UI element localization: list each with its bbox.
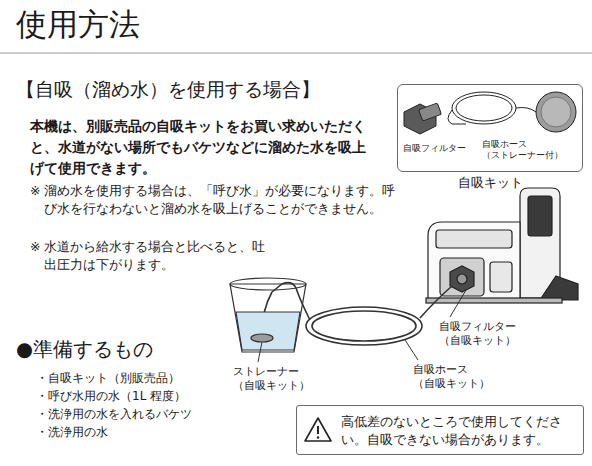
machine-housing — [428, 222, 520, 300]
section-heading: 【自吸（溜め水）を使用する場合】 — [16, 76, 320, 104]
list-item: ・自吸キット（別販売品） — [36, 370, 180, 387]
body-text: 本機は、別販売品の自吸キットをお買い求めいただくと、水道がない場所でもバケツなど… — [30, 116, 378, 179]
title-rule — [0, 53, 592, 54]
list-heading: ●準備するもの — [16, 336, 153, 364]
kit-box: 自吸フィルター自吸ホース （ストレーナー付）自吸キット — [397, 84, 583, 172]
water — [236, 312, 300, 350]
part-callout: ストレーナー （自吸キット） — [232, 365, 311, 394]
leader-line — [405, 340, 418, 360]
filter-cap — [457, 274, 467, 284]
warning-symbol — [305, 418, 331, 441]
hose-coil — [306, 307, 422, 345]
kit-caption: 自吸キット — [398, 174, 582, 192]
box-text: 高低差のないところで使用してください。自吸できない場合があります。 — [341, 413, 575, 449]
leader-lines — [258, 290, 466, 362]
bucket-rim — [230, 278, 306, 290]
self-suction-filter — [450, 266, 474, 292]
strainer — [251, 334, 273, 342]
kit-illustration — [404, 92, 576, 134]
warning-mark — [317, 426, 319, 434]
outlet-port — [490, 262, 512, 292]
list-item: ・洗浄用の水を入れるバケツ — [36, 406, 192, 423]
list-item: ・洗浄用の水 — [36, 424, 108, 441]
strainer-disc — [536, 92, 576, 132]
leader-line — [450, 290, 466, 317]
filter-nozzle — [419, 103, 442, 121]
kit-hose-end — [448, 110, 466, 124]
warning-box: 高低差のないところで使用してください。自吸できない場合があります。 — [296, 405, 584, 455]
strainer-mesh — [541, 97, 571, 127]
kit-hose-coil — [456, 95, 512, 121]
bucket — [230, 278, 306, 352]
washer-machine — [426, 188, 578, 303]
list-item: ・呼び水用の水（1L 程度） — [36, 388, 186, 405]
part-callout: 自吸フィルター （自吸キット） — [438, 320, 517, 349]
bucket-wall — [230, 284, 306, 352]
leader-line — [258, 342, 262, 362]
hose-coil — [312, 311, 416, 341]
machine-handle — [528, 196, 552, 236]
warning-triangle — [305, 418, 331, 441]
note-text: ※ 水道から給水する場合と比べると、吐出圧力は下がります。 — [30, 238, 276, 274]
note-text: ※ 溜め水を使用する場合は、「呼び水」が必要になります。呼び水を行なわないと溜め… — [30, 182, 396, 218]
kit-hose-coil — [452, 92, 516, 124]
machine-panel — [436, 230, 512, 248]
page-title: 使用方法 — [16, 4, 140, 44]
machine-foot — [540, 276, 578, 300]
machine-base — [426, 298, 562, 303]
kit-part-label: 自吸フィルター — [403, 143, 466, 154]
hose-run — [420, 286, 452, 318]
part-callout: 自吸ホース （自吸キット） — [412, 363, 491, 392]
kit-part-label: 自吸ホース （ストレーナー付） — [482, 139, 563, 161]
kit-hose-end — [516, 108, 536, 113]
warning-dot — [317, 436, 319, 438]
